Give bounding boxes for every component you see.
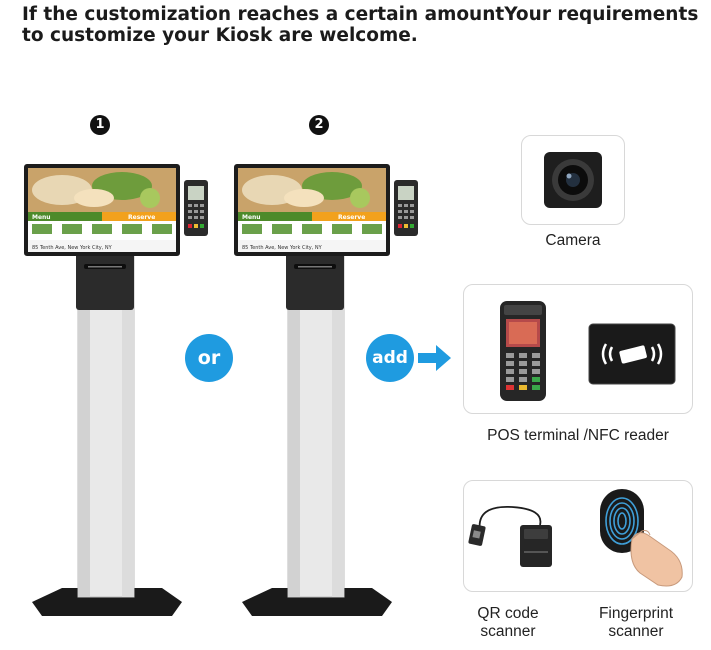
screen-menu-text: Menu bbox=[242, 214, 261, 221]
fingerprint-scanner-icon bbox=[600, 489, 683, 587]
screen-address-text: 85 Tenth Ave, New York City, NY bbox=[242, 245, 323, 251]
nfc-reader-icon bbox=[588, 323, 676, 385]
kiosk-option-1: Menu Reserve 85 Tenth Ave, New York City… bbox=[22, 164, 222, 624]
step-number-2: 2 bbox=[309, 115, 329, 135]
screen-reserve-text: Reserve bbox=[338, 214, 365, 221]
headline: If the customization reaches a certain a… bbox=[22, 4, 702, 46]
pos-nfc-card bbox=[463, 284, 693, 414]
camera-label: Camera bbox=[545, 232, 601, 249]
kiosk-illustration: Menu Reserve 85 Tenth Ave, New York City… bbox=[24, 164, 208, 616]
kiosk-option-2: Menu Reserve 85 Tenth Ave, New York City… bbox=[232, 164, 432, 624]
qr-scanner-label: QR code scanner bbox=[462, 605, 554, 641]
headline-line-2: to customize your Kiosk are welcome. bbox=[22, 25, 418, 46]
add-badge: add bbox=[366, 334, 414, 382]
headline-line-1: If the customization reaches a certain a… bbox=[22, 4, 699, 25]
qr-label-line-2: scanner bbox=[480, 623, 536, 640]
qr-label-line-1: QR code bbox=[477, 605, 539, 622]
fp-label-line-2: scanner bbox=[608, 623, 664, 640]
step-number-1: 1 bbox=[90, 115, 110, 135]
pos-nfc-label: POS terminal /NFC reader bbox=[487, 427, 669, 444]
kiosk-illustration: Menu Reserve 85 Tenth Ave, New York City… bbox=[234, 164, 418, 616]
camera-icon bbox=[544, 152, 602, 208]
camera-card bbox=[521, 135, 625, 225]
qr-scanner-icon bbox=[468, 506, 552, 567]
fingerprint-scanner-label: Fingerprint scanner bbox=[580, 605, 692, 641]
or-badge: or bbox=[185, 334, 233, 382]
fp-label-line-1: Fingerprint bbox=[598, 605, 674, 622]
screen-address-text: 85 Tenth Ave, New York City, NY bbox=[32, 245, 113, 251]
screen-reserve-text: Reserve bbox=[128, 214, 155, 221]
pos-terminal-icon bbox=[500, 301, 546, 401]
arrow-right-icon bbox=[418, 345, 451, 371]
screen-menu-text: Menu bbox=[32, 214, 51, 221]
scanners-card bbox=[463, 480, 693, 592]
